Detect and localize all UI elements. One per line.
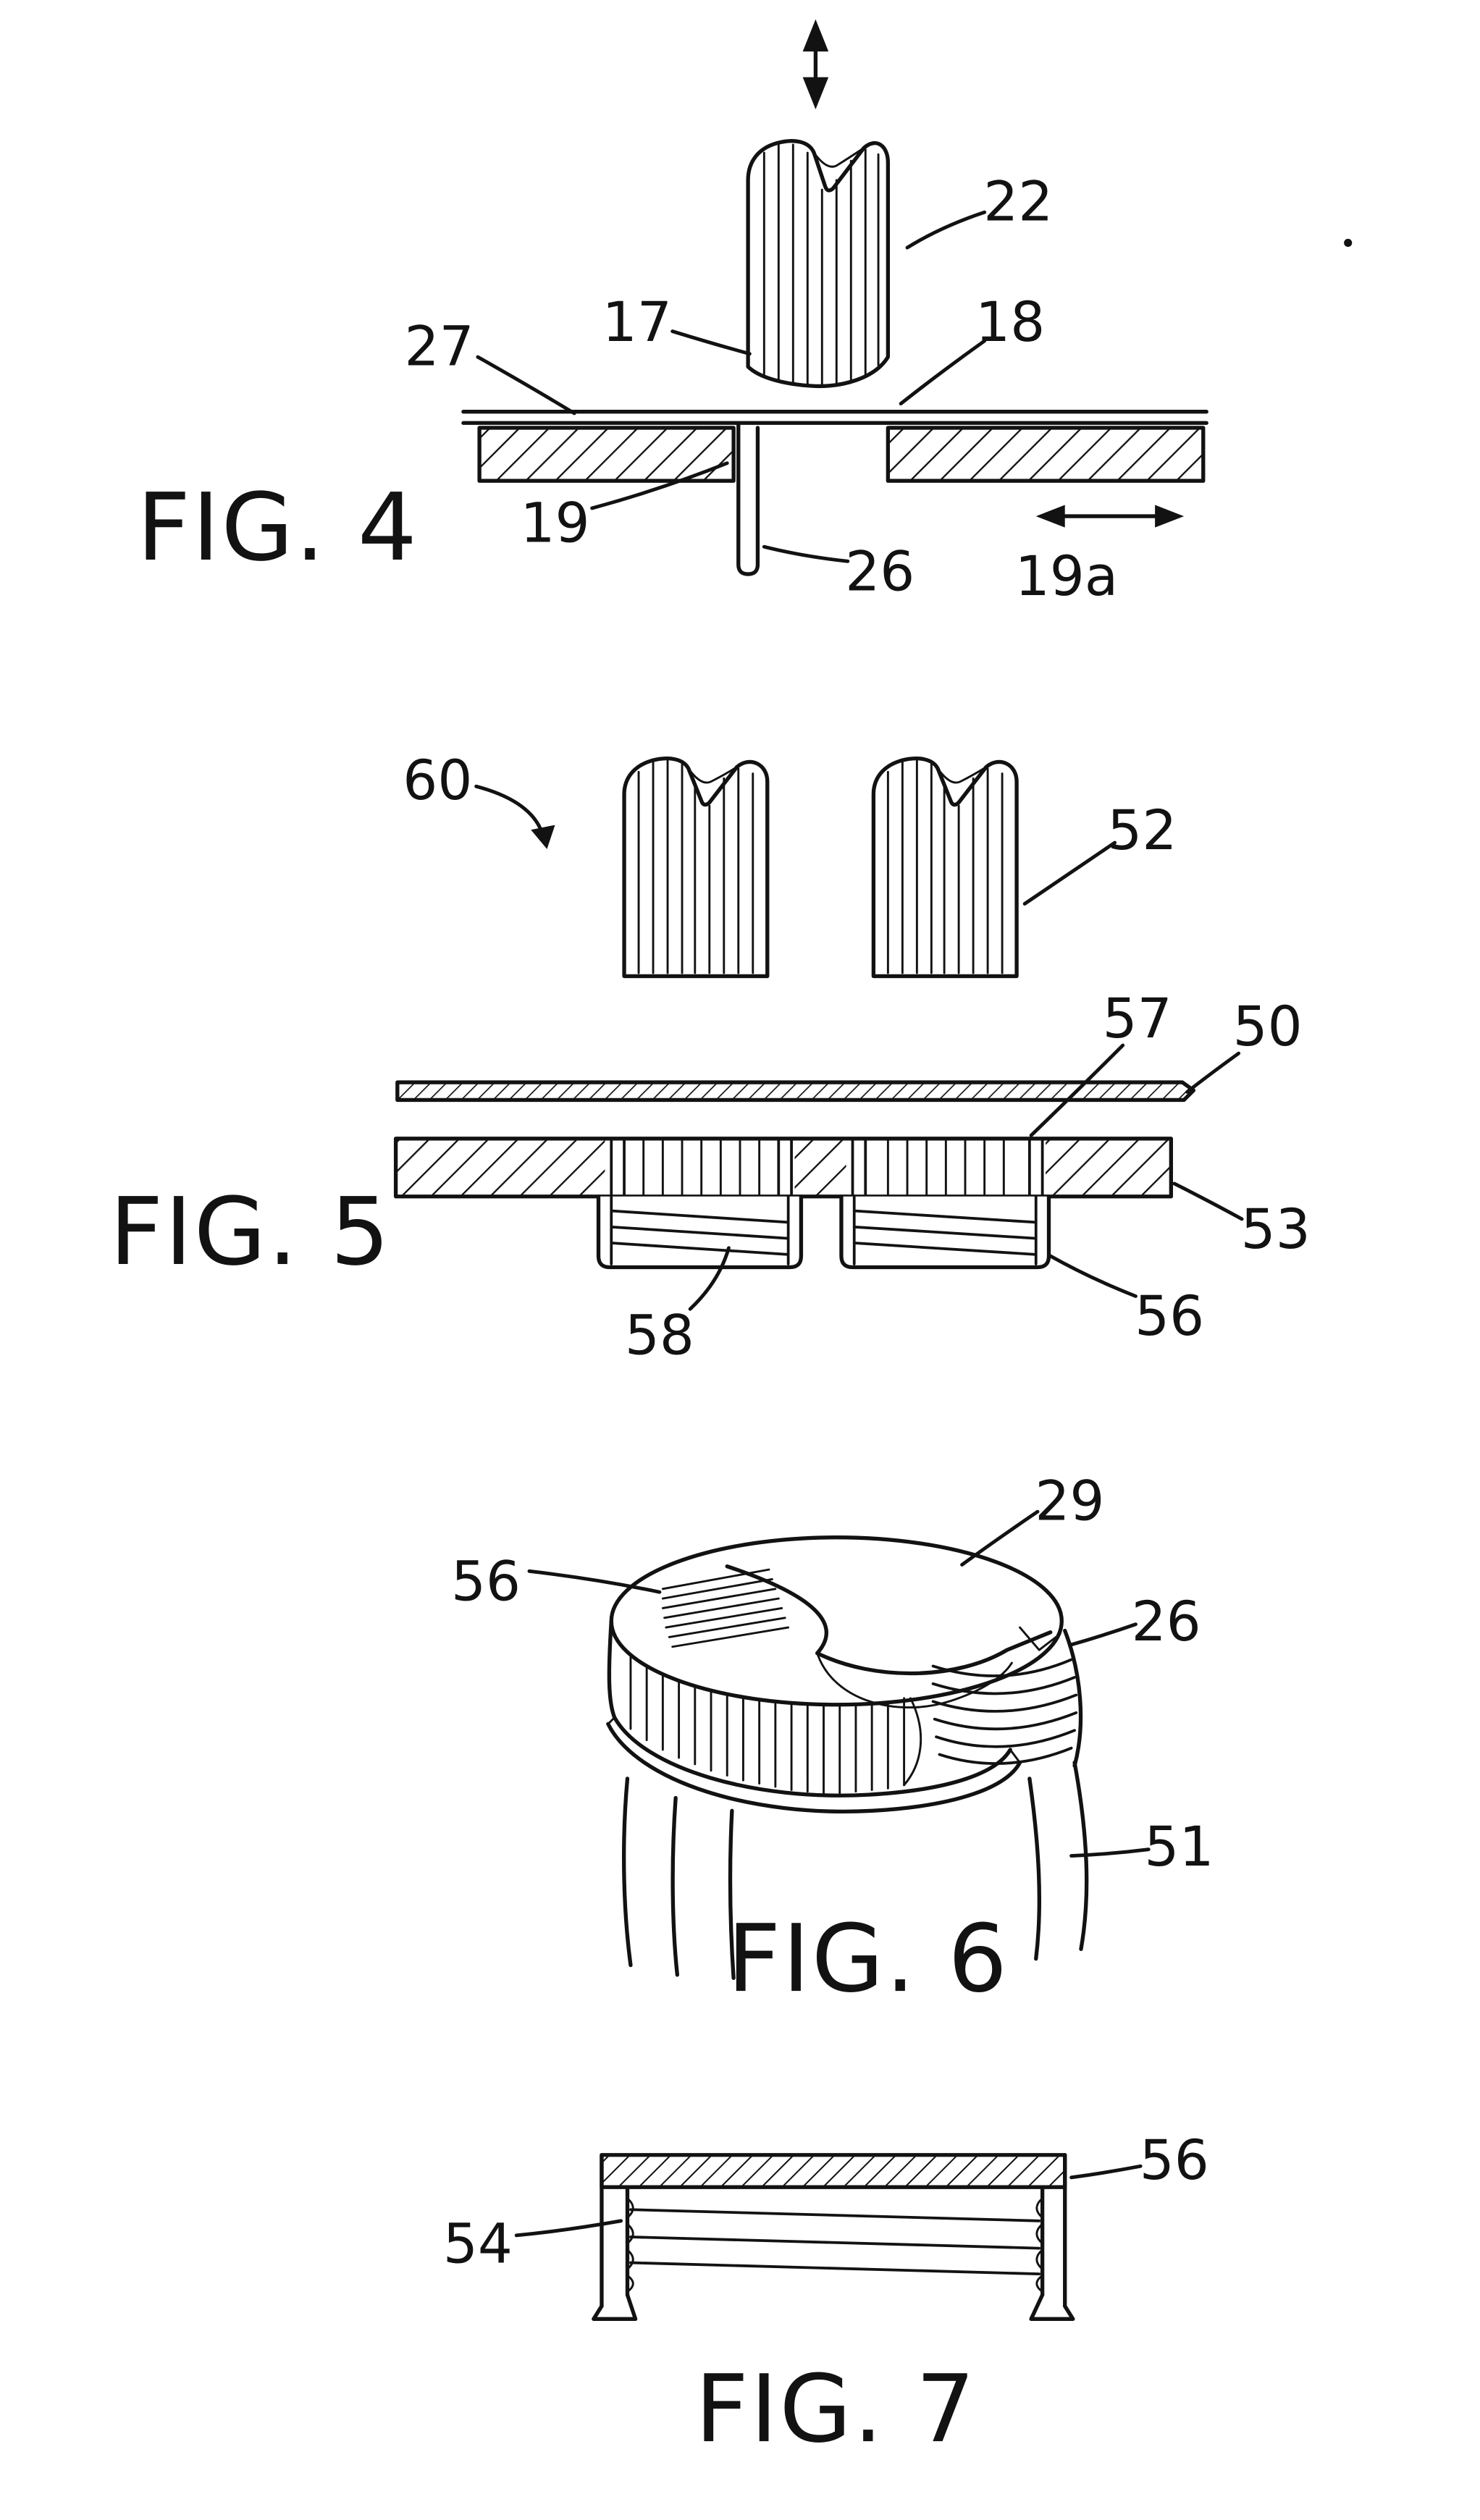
- cap-brim-inner: [606, 1722, 1022, 1813]
- fig4-label-film: 27: [405, 314, 474, 378]
- base-plate-53: [393, 1137, 1174, 1199]
- punch-striations: [762, 143, 880, 386]
- thin-film-50: [397, 1082, 1194, 1100]
- top-shading-lines: [661, 1568, 790, 1648]
- leader-27: [476, 355, 576, 416]
- leader-26: [762, 544, 850, 563]
- leader-54: [514, 2219, 623, 2238]
- arrow-right-icon: [1155, 505, 1185, 528]
- cap-section-walls: [592, 2153, 1075, 2321]
- fig5-label-pins: 52: [1107, 798, 1177, 862]
- fig4-label-die-slot: 18: [975, 290, 1045, 354]
- punch-drawing: [746, 139, 891, 389]
- arrow-up-icon: [802, 19, 829, 52]
- leader-52: [1022, 840, 1117, 906]
- left-thread-bumps: [626, 2197, 634, 2293]
- hole-striations: [642, 1137, 1005, 1198]
- horizontal-motion-arrow: [1035, 505, 1185, 528]
- arrow-head-icon: [531, 825, 555, 849]
- arrow-down-icon: [802, 77, 829, 110]
- skirt-striations: [629, 1653, 906, 1795]
- fig7-label-cap-section: 56: [1140, 2128, 1209, 2192]
- leader-58: [688, 1246, 731, 1311]
- die-plate-left: [479, 427, 734, 481]
- leader-19: [590, 461, 729, 510]
- left-wall-lip: [592, 2293, 638, 2321]
- fig7-label-wall: 54: [443, 2212, 513, 2276]
- threaded-boss-right: [839, 1194, 1051, 1270]
- punch-notch: [812, 146, 865, 168]
- fig6-label-cap-thread-part: 56: [451, 1549, 521, 1613]
- torn-skirt-edge: [903, 1697, 922, 1787]
- guide-pin-right: [873, 759, 1017, 977]
- leader-56: [1048, 1254, 1138, 1298]
- scan-speck: [1344, 238, 1353, 247]
- fig4-label-flap: 26: [845, 539, 915, 603]
- figure-5: 60 52 57 50 53 58 56 FIG. 5: [109, 749, 1311, 1367]
- jar-body-lines: [622, 1761, 1089, 1981]
- leader-56-fig6: [527, 1569, 662, 1594]
- cap-liner-band: [601, 2154, 1065, 2188]
- leader-53: [1172, 1181, 1244, 1221]
- leader-51: [1069, 1847, 1151, 1858]
- fig5-caption: FIG. 5: [109, 1178, 391, 1286]
- fig5-label-liner: 57: [1103, 987, 1172, 1050]
- film-and-die-plate: [461, 410, 1208, 576]
- fig4-caption: FIG. 4: [137, 473, 419, 582]
- pin-striations: [637, 758, 754, 974]
- neck-threads: [931, 1658, 1078, 1765]
- figure-4: 22 17 18 27 19 26 19a FIG. 4: [137, 19, 1208, 608]
- fig6-label-cap-top: 29: [1035, 1469, 1104, 1533]
- rim-notch: [1019, 1626, 1061, 1651]
- leader-22: [905, 210, 987, 250]
- assembly-arrow-60: [474, 784, 555, 849]
- fig6-label-container: 51: [1144, 1815, 1214, 1879]
- right-wall-lip: [1029, 2293, 1075, 2321]
- fig5-label-right-boss: 56: [1135, 1284, 1204, 1348]
- leader-56-fig7: [1069, 2164, 1143, 2180]
- leader-17: [670, 329, 752, 356]
- hole-liners: [610, 1137, 1044, 1198]
- fig4-label-plate: 19: [520, 492, 589, 555]
- fig5-label-left-boss: 58: [625, 1303, 694, 1367]
- fig4-label-punch: 22: [983, 169, 1053, 233]
- leader-57: [1029, 1043, 1125, 1137]
- interior-thread-lines: [629, 2208, 1041, 2276]
- boss-threads: [611, 1209, 789, 1256]
- arrow-left-icon: [1035, 505, 1065, 528]
- fig5-label-film: 50: [1233, 995, 1303, 1058]
- torn-top-edge-lower: [816, 1652, 1013, 1709]
- film-layer: [461, 410, 1208, 425]
- leader-18: [899, 339, 987, 406]
- boss-threads: [854, 1209, 1036, 1256]
- pin-notch: [687, 766, 739, 784]
- right-thread-bumps: [1035, 2197, 1044, 2293]
- fig5-label-assembly: 60: [403, 749, 472, 812]
- threaded-boss-left: [596, 1194, 804, 1270]
- cap-skirt-outer: [607, 1619, 1012, 1798]
- vertical-motion-arrow: [802, 19, 829, 110]
- leader-50: [1185, 1051, 1241, 1094]
- hanging-flap: [736, 422, 760, 576]
- leader-29: [960, 1509, 1040, 1567]
- fig4-label-punch-edge: 17: [602, 290, 672, 354]
- fig6-caption: FIG. 6: [727, 1905, 1009, 2013]
- punch-body: [746, 139, 891, 389]
- die-plate-right: [888, 427, 1203, 481]
- brim-end-closures: [607, 1716, 1021, 1764]
- fig5-label-plate: 53: [1241, 1197, 1311, 1261]
- fig6-label-neck-threads: 26: [1132, 1590, 1201, 1653]
- guide-pin-left: [622, 757, 770, 979]
- leader-26-fig6: [1067, 1622, 1138, 1647]
- fig7-caption: FIG. 7: [695, 2355, 977, 2464]
- figure-6: 29 56 26 51 FIG. 6: [451, 1469, 1214, 2013]
- fig4-label-slide-direction: 19a: [1015, 544, 1118, 608]
- figure-7: 56 54 FIG. 7: [443, 2128, 1209, 2464]
